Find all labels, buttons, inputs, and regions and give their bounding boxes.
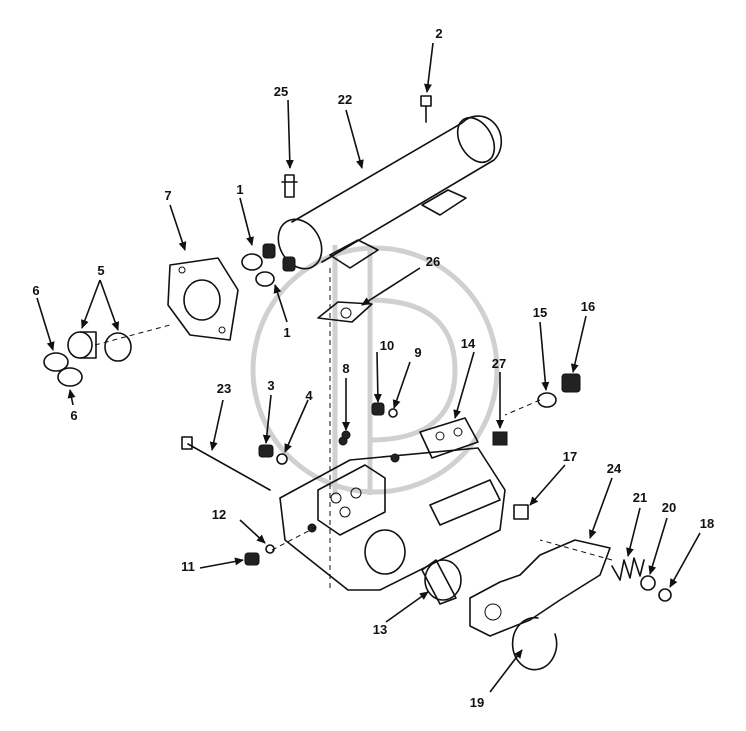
callout-6-lower: 6 <box>70 408 77 423</box>
long-bolt <box>181 436 271 491</box>
callout-5: 5 <box>97 263 104 278</box>
piston <box>421 559 462 605</box>
callout-22: 22 <box>338 92 352 107</box>
check-valve <box>513 504 529 520</box>
callout-23: 23 <box>217 381 231 396</box>
callout-19: 19 <box>470 695 484 710</box>
callout-25: 25 <box>274 84 288 99</box>
callout-27: 27 <box>492 356 506 371</box>
callout-26: 26 <box>426 254 440 269</box>
callout-1-upper: 1 <box>236 182 243 197</box>
orifice-plug <box>341 430 351 440</box>
snap-ring <box>511 616 558 671</box>
cover-gasket <box>469 539 611 637</box>
o-ring-nine <box>388 408 398 418</box>
callout-4: 4 <box>305 388 313 403</box>
callout-6-upper: 6 <box>32 283 39 298</box>
callout-17: 17 <box>563 449 577 464</box>
callout-18: 18 <box>700 516 714 531</box>
fitting-stud <box>281 174 298 198</box>
callout-12: 12 <box>212 507 226 522</box>
valve-body <box>279 417 506 591</box>
plug-eleven <box>244 552 260 566</box>
callout-11: 11 <box>181 559 195 574</box>
seal-ring-upper <box>43 352 69 372</box>
o-ring-fifteen <box>537 392 557 408</box>
spring-washer <box>640 575 656 591</box>
fitting-pair <box>67 331 132 362</box>
callout-13: 13 <box>373 622 387 637</box>
callout-14: 14 <box>461 336 476 351</box>
o-ring-four <box>276 453 288 465</box>
callout-9: 9 <box>414 345 421 360</box>
fitting-twentyseven <box>492 431 508 446</box>
o-ring-twelve <box>265 544 275 554</box>
end-seal <box>658 588 672 602</box>
callout-1-lower: 1 <box>283 325 290 340</box>
flange-gasket <box>317 301 373 323</box>
bolt <box>420 95 432 123</box>
plug-three <box>258 444 274 458</box>
callout-15: 15 <box>533 305 547 320</box>
o-ring-lower <box>255 271 275 287</box>
seal-ring-lower <box>57 367 83 387</box>
plug-sixteen <box>561 373 581 393</box>
callout-20: 20 <box>662 500 676 515</box>
adapter-flange <box>167 257 239 341</box>
callout-21: 21 <box>633 490 647 505</box>
plug-ten <box>371 402 385 416</box>
callout-7: 7 <box>164 188 171 203</box>
callout-3: 3 <box>267 378 274 393</box>
callout-8: 8 <box>342 361 349 376</box>
callout-10: 10 <box>380 338 394 353</box>
callout-16: 16 <box>581 299 595 314</box>
callout-2: 2 <box>435 26 442 41</box>
spring <box>611 557 645 581</box>
oil-cooler-tube <box>262 115 503 272</box>
o-ring-upper <box>241 253 263 271</box>
callout-24: 24 <box>607 461 622 476</box>
